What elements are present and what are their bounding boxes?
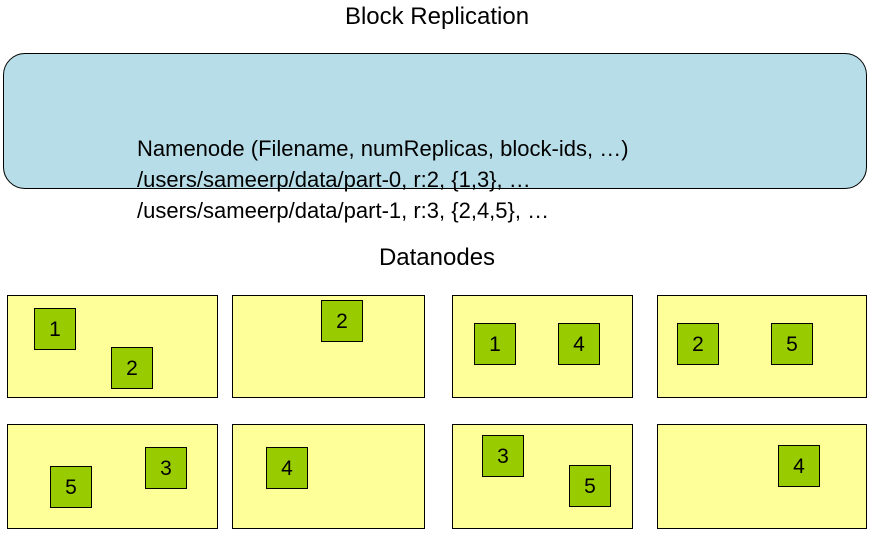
block-replica[interactable]: 2 <box>677 323 719 365</box>
block-replica[interactable]: 5 <box>569 465 611 507</box>
block-replica[interactable]: 1 <box>34 308 76 350</box>
block-id-label: 2 <box>126 356 138 380</box>
datanode-rack[interactable]: 4 <box>657 424 867 529</box>
block-replica[interactable]: 1 <box>474 323 516 365</box>
page-title: Block Replication <box>344 3 530 30</box>
block-replica[interactable]: 5 <box>771 323 813 365</box>
namenode-file-line-1: /users/sameerp/data/part-0, r:2, {1,3}, … <box>137 167 531 192</box>
block-id-label: 4 <box>281 456 293 480</box>
namenode-text-block: Namenode (Filename, numReplicas, block-i… <box>137 133 837 226</box>
block-id-label: 2 <box>692 332 704 356</box>
block-replica[interactable]: 3 <box>145 447 187 489</box>
block-id-label: 1 <box>49 317 61 341</box>
block-id-label: 4 <box>573 332 585 356</box>
datanode-rack[interactable]: 2 <box>232 295 425 398</box>
block-replica[interactable]: 4 <box>266 447 308 489</box>
block-id-label: 5 <box>65 475 77 499</box>
block-id-label: 2 <box>336 309 348 333</box>
block-id-label: 5 <box>786 332 798 356</box>
block-replica[interactable]: 4 <box>558 323 600 365</box>
namenode-box: Namenode (Filename, numReplicas, block-i… <box>3 53 867 223</box>
block-replica[interactable]: 5 <box>50 466 92 508</box>
block-id-label: 3 <box>160 456 172 480</box>
datanode-rack[interactable]: 4 <box>232 424 425 529</box>
block-id-label: 5 <box>584 474 596 498</box>
block-id-label: 4 <box>793 454 805 478</box>
block-replica[interactable]: 4 <box>778 445 820 487</box>
block-replica[interactable]: 2 <box>111 347 153 389</box>
block-replica[interactable]: 2 <box>321 300 363 342</box>
datanodes-section-label: Datanodes <box>378 244 496 271</box>
block-replica[interactable]: 3 <box>482 435 524 477</box>
block-id-label: 1 <box>489 332 501 356</box>
namenode-file-line-2: /users/sameerp/data/part-1, r:3, {2,4,5}… <box>137 198 550 223</box>
namenode-header-line: Namenode (Filename, numReplicas, block-i… <box>137 136 629 161</box>
block-id-label: 3 <box>497 444 509 468</box>
